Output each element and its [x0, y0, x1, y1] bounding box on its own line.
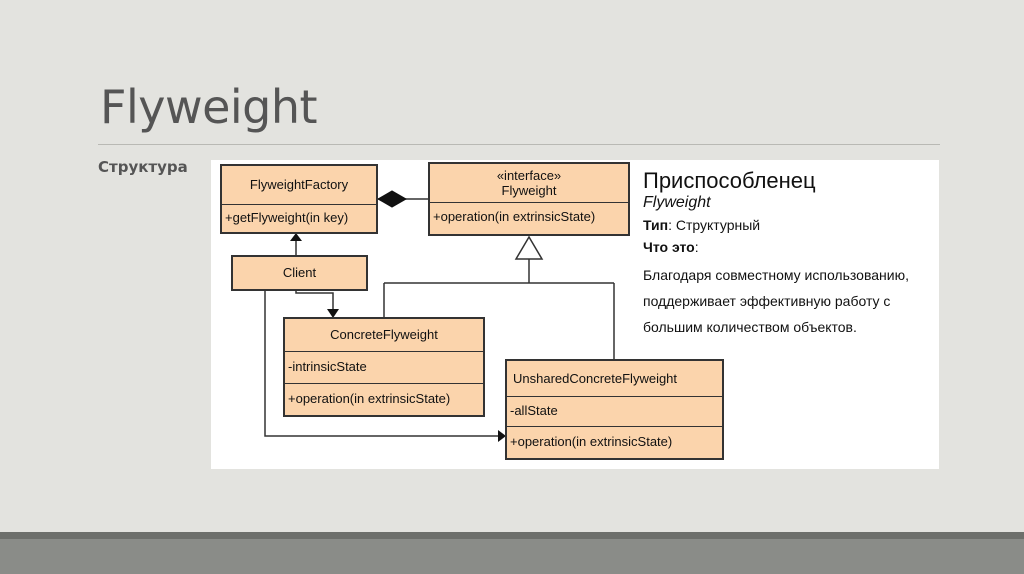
class-name: Client — [282, 265, 317, 280]
class-name: UnsharedConcreteFlyweight — [513, 371, 678, 386]
slide-title: Flyweight — [100, 80, 318, 134]
aggregation-diamond — [376, 190, 408, 208]
info-title: Приспособленец — [643, 168, 816, 193]
class-unshared-concrete-flyweight: UnsharedConcreteFlyweight -allState +ope… — [505, 359, 724, 460]
class-attribute: -intrinsicState — [285, 351, 483, 383]
class-method: +operation(in extrinsicState) — [285, 383, 483, 415]
footer-strip — [0, 532, 1024, 539]
class-attribute: -allState — [507, 396, 722, 426]
class-client: Client — [231, 255, 368, 291]
what-suffix: : — [694, 239, 699, 255]
info-description: Благодаря совместному использованию, под… — [643, 262, 943, 340]
footer-bar — [0, 532, 1024, 574]
type-label: Тип — [643, 217, 669, 233]
class-flyweight-factory: FlyweightFactory +getFlyweight(in key) — [220, 164, 378, 234]
class-name: ConcreteFlyweight — [330, 327, 438, 342]
what-label: Что это — [643, 239, 695, 255]
class-method: +operation(in extrinsicState) — [507, 426, 722, 458]
slide-subtitle: Структура — [98, 158, 188, 176]
class-flyweight-interface: «interface» Flyweight +operation(in extr… — [428, 162, 630, 236]
class-method: +getFlyweight(in key) — [222, 204, 376, 232]
client-concrete-line — [295, 290, 334, 311]
info-subtitle: Flyweight — [643, 194, 711, 211]
type-value: : Структурный — [668, 217, 761, 233]
class-stereotype: «interface» — [496, 168, 562, 183]
class-name: FlyweightFactory — [249, 177, 349, 192]
class-name: Flyweight — [501, 183, 557, 198]
description-line: Благодаря совместному использованию, — [643, 267, 909, 283]
class-concrete-flyweight: ConcreteFlyweight -intrinsicState +opera… — [283, 317, 485, 417]
info-what: Что это: — [643, 239, 699, 255]
client-concrete-arrow — [327, 309, 339, 318]
client-unshared-line — [264, 290, 498, 437]
title-divider — [98, 144, 940, 145]
class-method: +operation(in extrinsicState) — [430, 202, 628, 232]
info-type: Тип: Структурный — [643, 217, 760, 233]
inheritance-triangle — [514, 235, 544, 260]
client-unshared-arrow — [498, 430, 506, 442]
description-line: поддерживает эффективную работу с — [643, 293, 891, 309]
description-line: большим количеством объектов. — [643, 319, 857, 335]
client-factory-arrow — [290, 233, 302, 241]
